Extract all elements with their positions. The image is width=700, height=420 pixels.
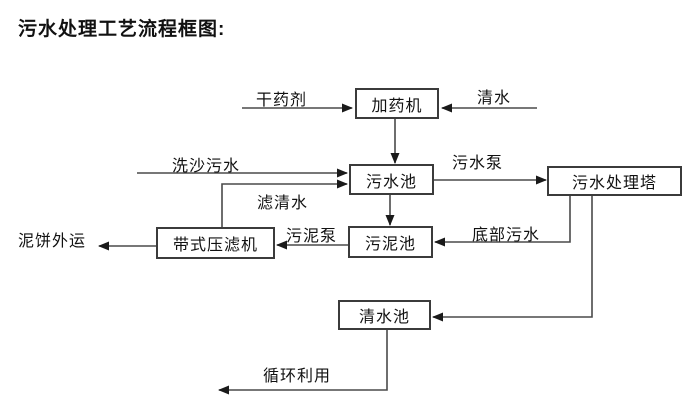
node-clean-water-pool: 清水池 (338, 300, 431, 330)
edge-recycle-line (218, 330, 388, 395)
edge-bottom-sewage-line (434, 196, 571, 247)
node-sewage-pool: 污水池 (349, 164, 434, 195)
page-title: 污水处理工艺流程框图: (18, 19, 226, 40)
node-belt-filter-press: 带式压滤机 (156, 227, 275, 259)
edge-label-sewage-pump: 污水泵 (452, 155, 504, 172)
edge-label-mud-cake-out: 泥饼外运 (18, 233, 87, 250)
node-sewage-treatment-tower: 污水处理塔 (547, 166, 682, 196)
node-dosing-machine: 加药机 (355, 88, 439, 119)
edge-label-filtered-water: 滤清水 (257, 195, 309, 212)
edge-label-bottom-sewage: 底部污水 (472, 227, 541, 244)
edge-label-sand-washing-sewage: 洗沙污水 (172, 158, 241, 175)
edge-label-sludge-pump: 污泥泵 (286, 228, 338, 245)
edge-filtered-water-line (221, 179, 348, 227)
edge-tower-to-clean-pool-line (432, 196, 593, 322)
edge-label-recycle: 循环利用 (263, 368, 332, 385)
node-sludge-pool: 污泥池 (348, 226, 433, 258)
edge-label-dry-agent: 干药剂 (256, 92, 308, 109)
edge-label-clean-water: 清水 (477, 90, 512, 107)
